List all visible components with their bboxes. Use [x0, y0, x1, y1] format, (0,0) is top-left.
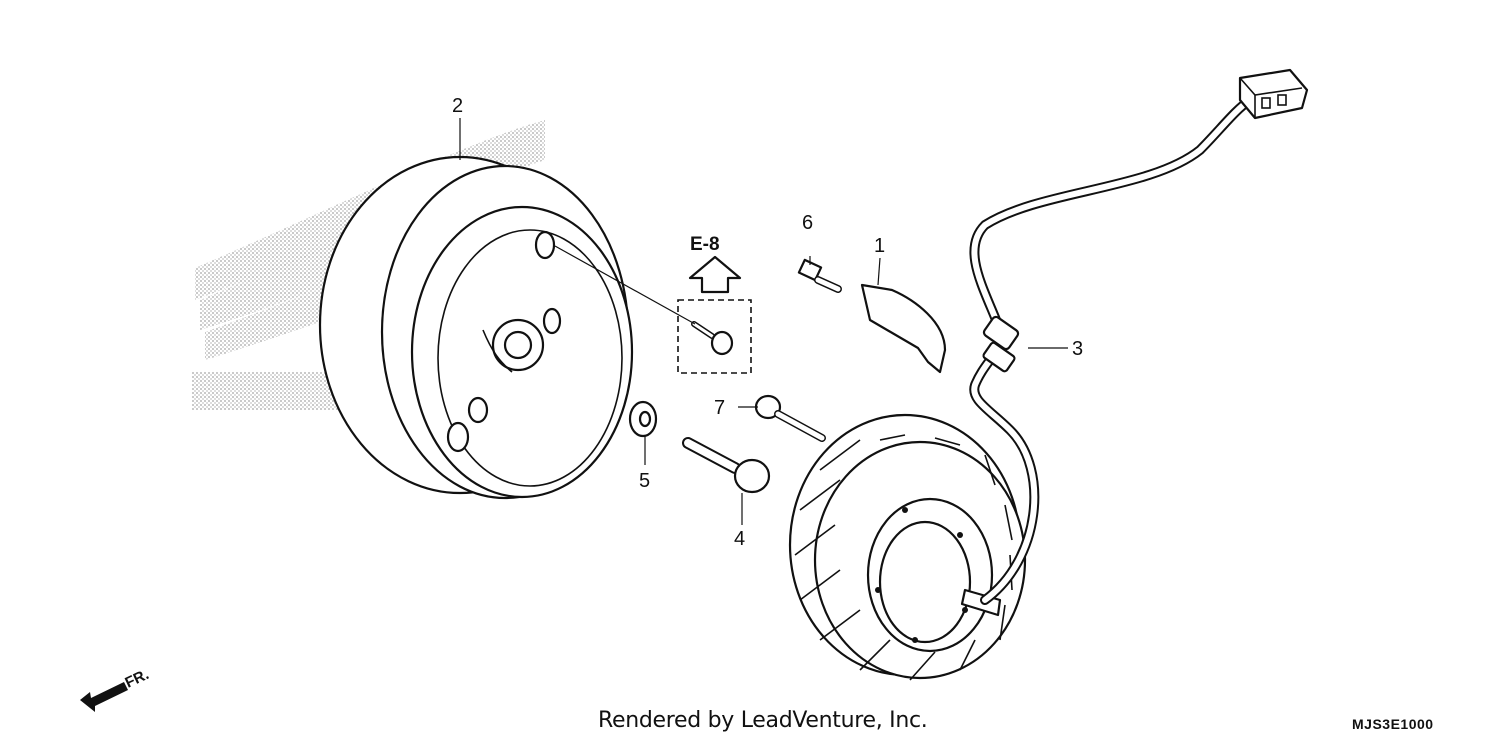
connector-part[interactable]	[1238, 68, 1309, 120]
direction-label: FR.	[123, 666, 152, 692]
front-direction-arrow-icon: FR.	[80, 666, 152, 712]
diagram-code: MJS3E1000	[1352, 716, 1434, 732]
reference-label[interactable]: E-8	[690, 234, 720, 255]
callout-3[interactable]: 3	[1072, 338, 1083, 360]
callout-4[interactable]: 4	[734, 528, 745, 550]
up-arrow-icon	[688, 255, 742, 294]
washer-part[interactable]	[628, 400, 658, 438]
wire-harness	[969, 68, 1309, 605]
bolt-7-part[interactable]	[754, 394, 826, 442]
callout-5[interactable]: 5	[639, 470, 650, 492]
credit-text: Rendered by LeadVenture, Inc.	[598, 708, 928, 733]
callout-2[interactable]: 2	[452, 95, 463, 117]
reference-box[interactable]	[677, 255, 752, 374]
small-bolt-part[interactable]	[691, 321, 734, 356]
callout-7[interactable]: 7	[714, 397, 725, 419]
bolt-4-part[interactable]	[682, 437, 771, 494]
stator-part[interactable]	[788, 413, 1027, 681]
flywheel-rotor-part[interactable]	[318, 155, 634, 500]
bracket-part[interactable]	[860, 283, 947, 374]
bolt-6-part[interactable]	[797, 258, 842, 293]
callout-1[interactable]: 1	[874, 235, 885, 257]
callout-6[interactable]: 6	[802, 212, 813, 234]
